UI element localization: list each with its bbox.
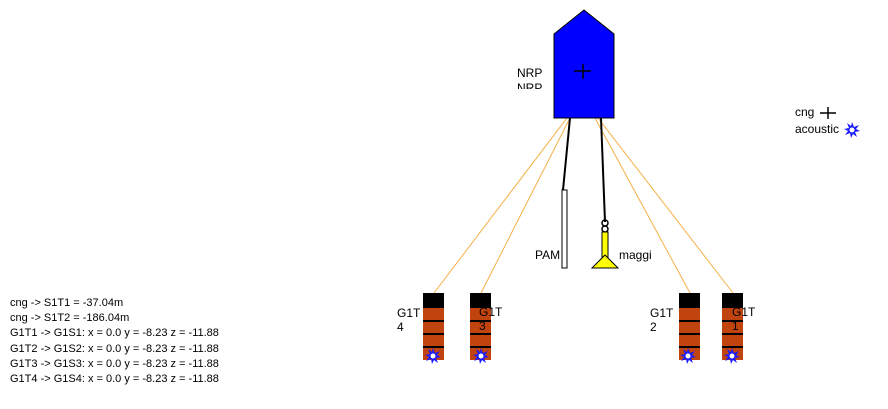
readout-line: cng -> S1T1 = -37.04m bbox=[10, 297, 124, 309]
cable-g1t3 bbox=[480, 117, 571, 294]
tank-g1t2-label: G1T 2 bbox=[650, 306, 673, 334]
pam-label: PAM bbox=[535, 248, 561, 262]
tank-g1t4[interactable] bbox=[423, 293, 444, 360]
measurement-readout: cng -> S1T1 = -37.04m cng -> S1T2 = -186… bbox=[10, 296, 219, 387]
legend: cng acoustic bbox=[795, 104, 861, 138]
platform-cross-icon bbox=[574, 64, 591, 79]
maggi-label: maggi bbox=[619, 248, 652, 262]
tank-label-top: G1T bbox=[732, 305, 756, 319]
tank-g1t4-label: G1T 4 bbox=[397, 306, 420, 334]
readout-line: G1T1 -> G1S1: x = 0.0 y = -8.23 z = -11.… bbox=[10, 327, 219, 340]
acoustic-marker-icon bbox=[724, 348, 740, 364]
readout-line: G1T3 -> G1S3: x = 0.0 y = -8.23 z = -11.… bbox=[10, 357, 219, 370]
tank-label-top: G1T bbox=[397, 306, 421, 320]
readout-line: G1T4 -> G1S4: x = 0.0 y = -8.23 z = -11.… bbox=[10, 373, 219, 386]
legend-label: cng bbox=[795, 105, 815, 119]
acoustic-marker-icon bbox=[473, 348, 489, 364]
tank-g1t3-label: G1T 3 bbox=[479, 305, 502, 333]
cable-g1t4 bbox=[433, 117, 568, 294]
tank-label-bottom: 2 bbox=[650, 320, 657, 334]
tank-label-bottom: 1 bbox=[732, 319, 739, 333]
tank-label-bottom: 4 bbox=[397, 320, 404, 334]
maggi-tether bbox=[600, 117, 606, 223]
cross-marker-icon bbox=[820, 106, 837, 119]
platform-label: NRP bbox=[517, 66, 543, 80]
cable-g1t1 bbox=[597, 117, 734, 294]
pam-tether bbox=[562, 117, 571, 191]
acoustic-marker-icon bbox=[425, 348, 441, 364]
tank-label-bottom: 3 bbox=[479, 319, 486, 333]
cable-g1t2 bbox=[594, 117, 691, 294]
tank-g1t1[interactable] bbox=[722, 293, 743, 360]
tank-g1t1-label: G1T 1 bbox=[732, 305, 755, 333]
platform-nrp-shape[interactable] bbox=[553, 9, 615, 119]
tank-label-top: G1T bbox=[479, 305, 503, 319]
legend-item-acoustic: acoustic bbox=[795, 121, 861, 138]
maggi-instrument[interactable] bbox=[590, 219, 620, 269]
legend-label: acoustic bbox=[795, 122, 840, 136]
tank-label-top: G1T bbox=[650, 306, 674, 320]
acoustic-marker-icon bbox=[680, 348, 696, 364]
legend-item-cng: cng bbox=[795, 104, 861, 121]
acoustic-burst-icon bbox=[844, 121, 861, 138]
readout-line: cng -> S1T2 = -186.04m bbox=[10, 312, 130, 325]
readout-line: G1T2 -> G1S2: x = 0.0 y = -8.23 z = -11.… bbox=[10, 342, 219, 355]
tank-g1t3[interactable] bbox=[470, 293, 491, 360]
pam-instrument[interactable] bbox=[561, 189, 568, 269]
platform-label-clipped: NRP bbox=[517, 81, 543, 89]
cable-group bbox=[433, 117, 734, 294]
tank-g1t2[interactable] bbox=[679, 293, 700, 360]
